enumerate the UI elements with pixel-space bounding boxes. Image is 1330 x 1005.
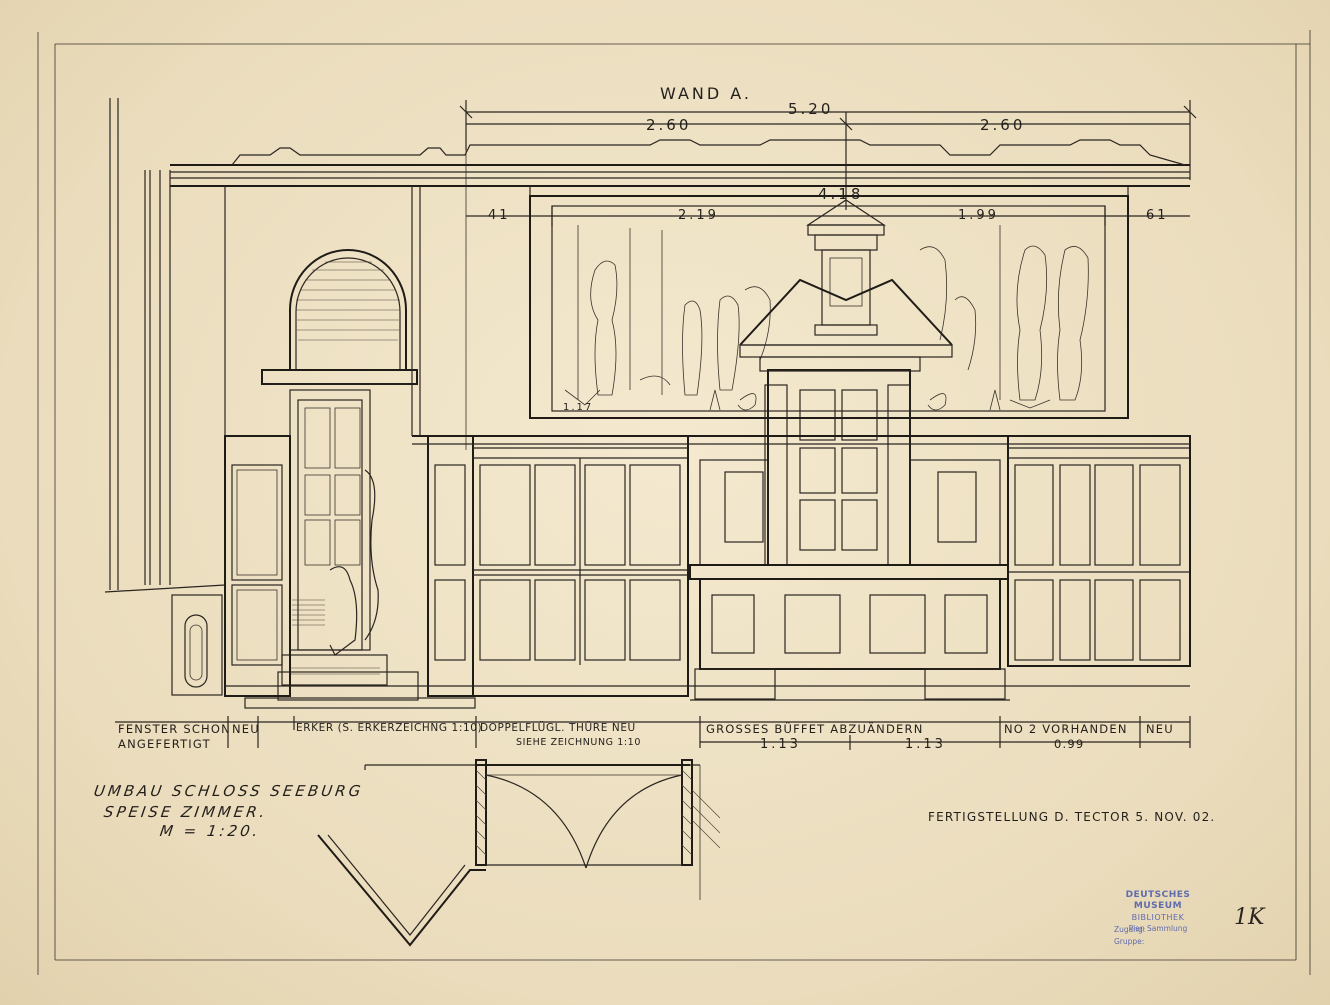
title-line-1: UMBAU SCHLOSS SEEBURG: [92, 782, 365, 800]
stamp-line-3: Plan Sammlung: [1128, 924, 1188, 933]
stamp-line-2: BIBLIOTHEK: [1131, 913, 1185, 922]
scale-note: M = 1:20.: [158, 822, 262, 840]
label-buffet-dim-a: 1.13: [760, 737, 801, 752]
sheet-number: 1K: [1234, 905, 1265, 930]
cornice: [170, 139, 1190, 187]
left-window-pilaster: [104, 98, 226, 696]
stamp-line-1: DEUTSCHES MUSEUM: [1125, 890, 1191, 911]
wall-title: WAND A.: [660, 84, 753, 103]
great-buffet: [689, 199, 1010, 701]
dim-seg1: 41: [488, 208, 511, 223]
label-window-1: FENSTER SCHON: [118, 722, 231, 736]
label-erker: ERKER (S. ERKERZEICHNG 1:10): [296, 722, 483, 734]
label-existing: NO 2 VORHANDEN: [1004, 722, 1128, 736]
dim-half-left: 2.60: [646, 116, 692, 134]
dimension-lines: [459, 100, 1197, 450]
double-door: [427, 435, 689, 697]
panel-cornice: [225, 186, 1190, 687]
floor-plan-section: [317, 759, 721, 947]
label-door-1: DOPPELFLÜGL. THÜRE NEU: [480, 722, 636, 734]
dim-seg3: 1.99: [958, 208, 999, 223]
label-buffet: GROSSES BÜFFET ABZUÄNDERN: [706, 722, 924, 736]
label-buffet-dim-b: 1.13: [905, 737, 946, 752]
label-band: [115, 716, 1191, 750]
dim-half-right: 2.60: [980, 116, 1026, 134]
sheet-border: [37, 30, 1311, 975]
label-existing-dim: 0.99: [1054, 737, 1085, 751]
label-new-1: NEU: [232, 722, 260, 736]
title-line-2: SPEISE ZIMMER.: [102, 803, 269, 821]
completion-note: FERTIGSTELLUNG D. TECTOR 5. NOV. 02.: [928, 810, 1216, 824]
label-window-2: ANGEFERTIGT: [118, 737, 211, 751]
dim-small: 1.17: [563, 402, 594, 413]
right-paneling: [1007, 435, 1191, 667]
dim-seg4: 61: [1146, 208, 1169, 223]
museum-stamp: DEUTSCHES MUSEUM BIBLIOTHEK Plan Sammlun…: [1108, 890, 1208, 934]
dim-seg2: 2.19: [678, 208, 719, 223]
erker-niche: [244, 249, 476, 709]
dim-total: 5.20: [788, 100, 834, 118]
left-cabinet: [224, 435, 291, 697]
dim-picture: 4.18: [818, 185, 864, 203]
label-new-2: NEU: [1146, 722, 1174, 736]
label-door-2: SIEHE ZEICHNUNG 1:10: [516, 737, 641, 748]
stamp-line-5: Gruppe:: [1114, 937, 1145, 946]
wall-painting: [529, 195, 1129, 419]
stamp-line-4: Zugang:: [1114, 925, 1146, 934]
